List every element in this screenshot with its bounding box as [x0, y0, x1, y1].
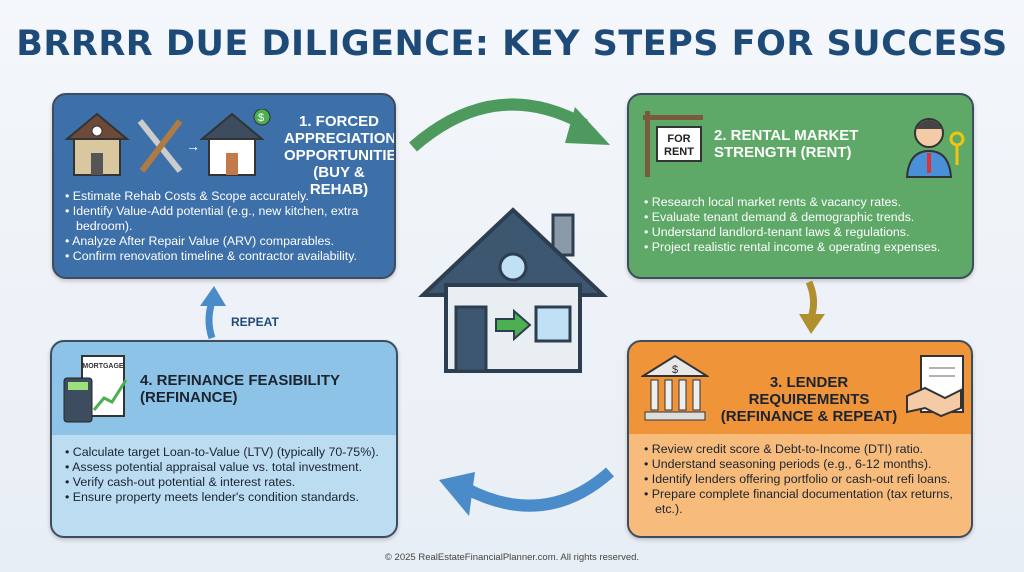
- bullet: Understand seasoning periods (e.g., 6-12…: [643, 457, 968, 472]
- bullet: Estimate Rehab Costs & Scope accurately.: [64, 189, 394, 204]
- bullet: Verify cash-out potential & interest rat…: [64, 475, 394, 490]
- mortgage-calculator-icon: MORTGAGE: [63, 355, 128, 423]
- bullet: Project realistic rental income & operat…: [643, 240, 972, 255]
- step-4-title: 4. REFINANCE FEASIBILITY (REFINANCE): [140, 372, 340, 406]
- bullet: Assess potential appraisal value vs. tot…: [64, 460, 394, 475]
- repeat-label: REPEAT: [231, 315, 279, 329]
- svg-text:RENT: RENT: [664, 146, 694, 158]
- step-3-bullets: Review credit score & Debt-to-Income (DT…: [643, 442, 968, 517]
- step-4-bullets: Calculate target Loan-to-Value (LTV) (ty…: [64, 445, 394, 505]
- svg-text:$: $: [258, 112, 264, 124]
- svg-text:$: $: [672, 364, 678, 376]
- bullet: Identify lenders offering portfolio or c…: [643, 472, 968, 487]
- svg-text:MORTGAGE: MORTGAGE: [82, 363, 124, 370]
- arrow-step4-to-step1: [200, 286, 226, 340]
- bullet: Calculate target Loan-to-Value (LTV) (ty…: [64, 445, 394, 460]
- step-2-title: 2. RENTAL MARKET STRENGTH (RENT): [714, 127, 859, 161]
- bullet: Review credit score & Debt-to-Income (DT…: [643, 442, 968, 457]
- bullet: Confirm renovation timeline & contractor…: [64, 249, 394, 264]
- step-4-card: MORTGAGE 4. REFINANCE FEASIBILITY (REFIN…: [50, 340, 398, 538]
- step-2-card: FOR RENT 2. RENTAL MARKET STRENGTH (RENT…: [627, 93, 974, 279]
- footer-copyright: © 2025 RealEstateFinancialPlanner.com. A…: [384, 552, 640, 563]
- for-rent-sign-icon: FOR RENT: [643, 111, 703, 177]
- bullet: Research local market rents & vacancy ra…: [643, 195, 972, 210]
- bullet: Identify Value-Add potential (e.g., new …: [64, 204, 394, 234]
- step-1-bullets: Estimate Rehab Costs & Scope accurately.…: [64, 189, 394, 264]
- tools-icon: [137, 119, 183, 173]
- step-3-title: 3. LENDER REQUIREMENTS (REFINANCE & REPE…: [720, 374, 898, 425]
- bullet: Understand landlord-tenant laws & regula…: [643, 225, 972, 240]
- bullet: Analyze After Repair Value (ARV) compara…: [64, 234, 394, 249]
- center-house-icon: [418, 207, 608, 373]
- page-title: BRRRR DUE DILIGENCE: KEY STEPS FOR SUCCE…: [16, 24, 1008, 64]
- bullet: Evaluate tenant demand & demographic tre…: [643, 210, 972, 225]
- bullet: Ensure property meets lender's condition…: [64, 490, 394, 505]
- bullet: Prepare complete financial documentation…: [643, 487, 968, 517]
- step-3-card: $ 3. LENDER REQUIREMENTS (REFINANCE & RE…: [627, 340, 973, 538]
- landlord-keys-icon: [905, 118, 965, 178]
- arrow-step2-to-step3: [799, 280, 825, 334]
- handshake-documents-icon: [906, 355, 964, 418]
- arrow-step1-to-step2: [409, 98, 610, 152]
- step-1-card: → $ 1. FORCED APPRECIATION OPPORTUNITIES…: [52, 93, 396, 279]
- sign-text: FOR: [667, 133, 690, 145]
- bank-icon: $: [641, 354, 709, 421]
- step-2-bullets: Research local market rents & vacancy ra…: [643, 195, 972, 255]
- rehab-houses-icon: → $: [64, 109, 271, 176]
- step-1-title: 1. FORCED APPRECIATION OPPORTUNITIES (BU…: [284, 113, 396, 198]
- arrow-step3-to-step4: [439, 467, 614, 516]
- svg-text:→: →: [186, 138, 200, 154]
